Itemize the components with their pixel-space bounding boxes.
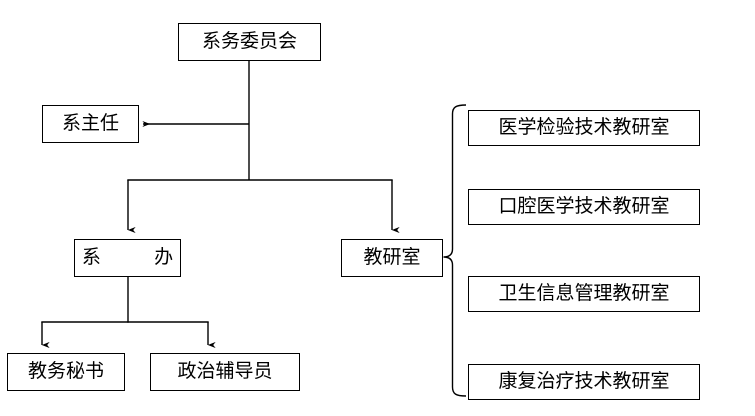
node-health-information-label: 卫生信息管理教研室 [498, 281, 670, 304]
node-office[interactable]: 系 办 [74, 239, 181, 277]
node-director-label: 系主任 [61, 111, 119, 134]
node-committee[interactable]: 系务委员会 [178, 23, 321, 61]
node-teaching-section-label: 教研室 [363, 245, 421, 268]
node-health-information[interactable]: 卫生信息管理教研室 [468, 276, 700, 312]
node-lab-medicine[interactable]: 医学检验技术教研室 [468, 110, 700, 146]
connector-teaching-section-brace [443, 104, 467, 397]
node-academic-secretary[interactable]: 教务秘书 [7, 353, 125, 391]
node-political-counselor-label: 政治辅导员 [177, 359, 273, 382]
node-office-label: 系 办 [81, 245, 191, 268]
node-stomatology[interactable]: 口腔医学技术教研室 [468, 189, 700, 225]
node-academic-secretary-label: 教务秘书 [27, 359, 104, 382]
node-political-counselor[interactable]: 政治辅导员 [150, 353, 300, 391]
node-director[interactable]: 系主任 [42, 105, 139, 143]
node-lab-medicine-label: 医学检验技术教研室 [498, 115, 670, 138]
node-committee-label: 系务委员会 [201, 29, 297, 52]
node-rehabilitation[interactable]: 康复治疗技术教研室 [468, 364, 700, 400]
node-stomatology-label: 口腔医学技术教研室 [498, 194, 670, 217]
node-rehabilitation-label: 康复治疗技术教研室 [498, 369, 670, 392]
node-teaching-section[interactable]: 教研室 [341, 239, 443, 277]
